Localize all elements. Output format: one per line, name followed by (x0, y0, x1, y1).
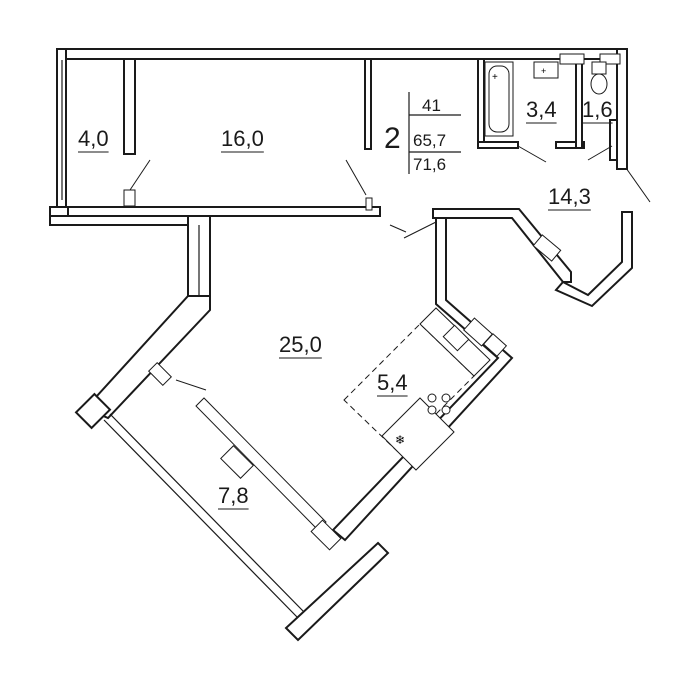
door-bedroom (345, 159, 367, 196)
label-living: 25,0 (279, 332, 322, 357)
living-walls (74, 215, 514, 642)
top-wall (56, 48, 628, 60)
stove-burner-3 (427, 405, 437, 415)
right-outer-wall (616, 48, 628, 170)
living-column-stub (147, 361, 173, 387)
bedroom-partition-stub (365, 197, 373, 211)
kitchen-counter-2 (381, 397, 455, 471)
living-corner (74, 392, 112, 430)
kitchen-window-2 (482, 333, 508, 357)
door-living-loggia (175, 379, 207, 391)
bathtub-inner (488, 65, 510, 133)
stove-burner-4 (441, 405, 451, 415)
apartment-info: 2 41 65,7 71,6 (384, 92, 461, 174)
label-loggia-left: 4,0 (78, 126, 109, 151)
loggia-partition (123, 58, 136, 155)
bedroom-bottom-wall (49, 206, 381, 217)
toilet-right-wall (609, 119, 618, 161)
label-toilet: 1,6 (582, 97, 613, 122)
apartment-number: 41 (422, 96, 441, 115)
stove-burner-1 (427, 393, 437, 403)
fixtures: + + (484, 61, 608, 137)
bath-tap-icon: + (492, 72, 498, 83)
living-left-diagonal-wall (84, 295, 211, 420)
label-loggia-bottom: 7,8 (218, 483, 249, 508)
door-hall-swing (389, 224, 407, 233)
hall-bay-window (532, 234, 562, 262)
kitchen-right-wall (331, 217, 514, 542)
loggia-partition-diagonal (195, 397, 327, 531)
bath-bottom-wall-right (555, 141, 585, 149)
total-area: 71,6 (413, 155, 446, 174)
loggia-glazing-outer (103, 419, 299, 619)
vent-block-1 (559, 53, 585, 65)
loggia-door-frame (220, 445, 254, 479)
living-top-wall (49, 215, 211, 226)
hall-bay-walls (432, 208, 633, 308)
label-bedroom: 16,0 (221, 126, 264, 151)
basin-tap-icon: + (541, 66, 546, 76)
room-labels: 4,0 16,0 3,4 1,6 14,3 25,0 5,4 7,8 (78, 97, 613, 510)
stove-burner-2 (441, 393, 451, 403)
living-area: 65,7 (413, 131, 446, 150)
loggia-door-frame-2 (310, 519, 342, 551)
washbasin (533, 61, 559, 79)
kitchen-sink (442, 324, 470, 352)
loggia-bottom-wall (284, 541, 390, 642)
fan-icon: ❄ (395, 433, 405, 447)
toilet-tank (591, 61, 607, 75)
door-loggia (129, 159, 151, 191)
toilet-bowl (590, 73, 608, 95)
loggia-partition-stub (123, 189, 136, 207)
hall-bay-wall-right (554, 211, 633, 308)
bath-left-wall (477, 58, 485, 148)
label-hall: 14,3 (548, 184, 591, 209)
door-living (403, 221, 437, 239)
top-walls (49, 48, 628, 226)
bath-bottom-wall (477, 141, 519, 149)
kitchen-fixtures: ❄ (343, 307, 491, 471)
label-bathroom: 3,4 (526, 97, 557, 122)
door-entrance (625, 167, 651, 203)
vent-block-2 (599, 53, 621, 65)
rooms-count: 2 (384, 122, 401, 155)
doors (129, 145, 651, 391)
door-toilet (587, 145, 613, 161)
label-kitchen: 5,4 (377, 370, 408, 395)
door-bathroom (517, 145, 547, 163)
bedroom-right-partition (364, 58, 372, 150)
loggia-glazing-inner (109, 413, 305, 613)
